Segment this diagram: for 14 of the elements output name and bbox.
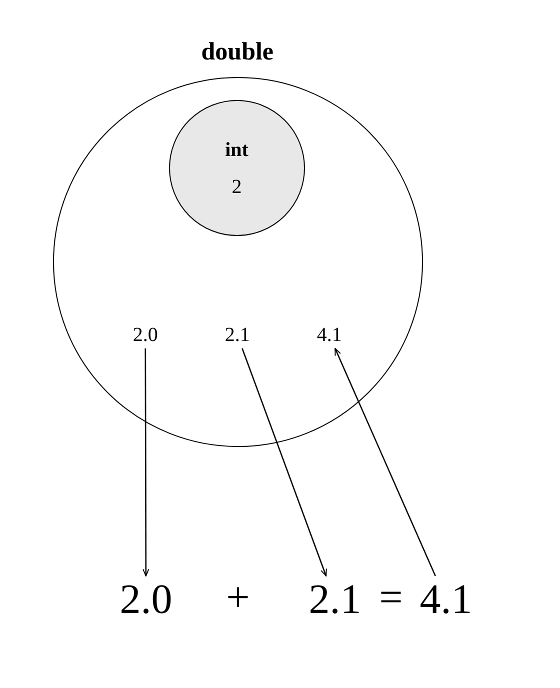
value-label: 2	[232, 176, 242, 197]
equation-term: 4.1	[420, 579, 472, 621]
type-name: int	[225, 140, 248, 160]
equation-term: 2.0	[120, 579, 172, 621]
number-label: 4.1	[316, 325, 342, 346]
number-label: 2.0	[132, 325, 158, 346]
arrow	[334, 348, 436, 576]
equation-term: 2.1	[308, 579, 362, 621]
equals-sign: =	[379, 577, 403, 619]
plus-sign: +	[226, 577, 250, 619]
number-label: 2.1	[224, 325, 250, 346]
type-name: double	[201, 40, 274, 65]
arrow	[142, 348, 150, 576]
arrow	[242, 348, 327, 576]
